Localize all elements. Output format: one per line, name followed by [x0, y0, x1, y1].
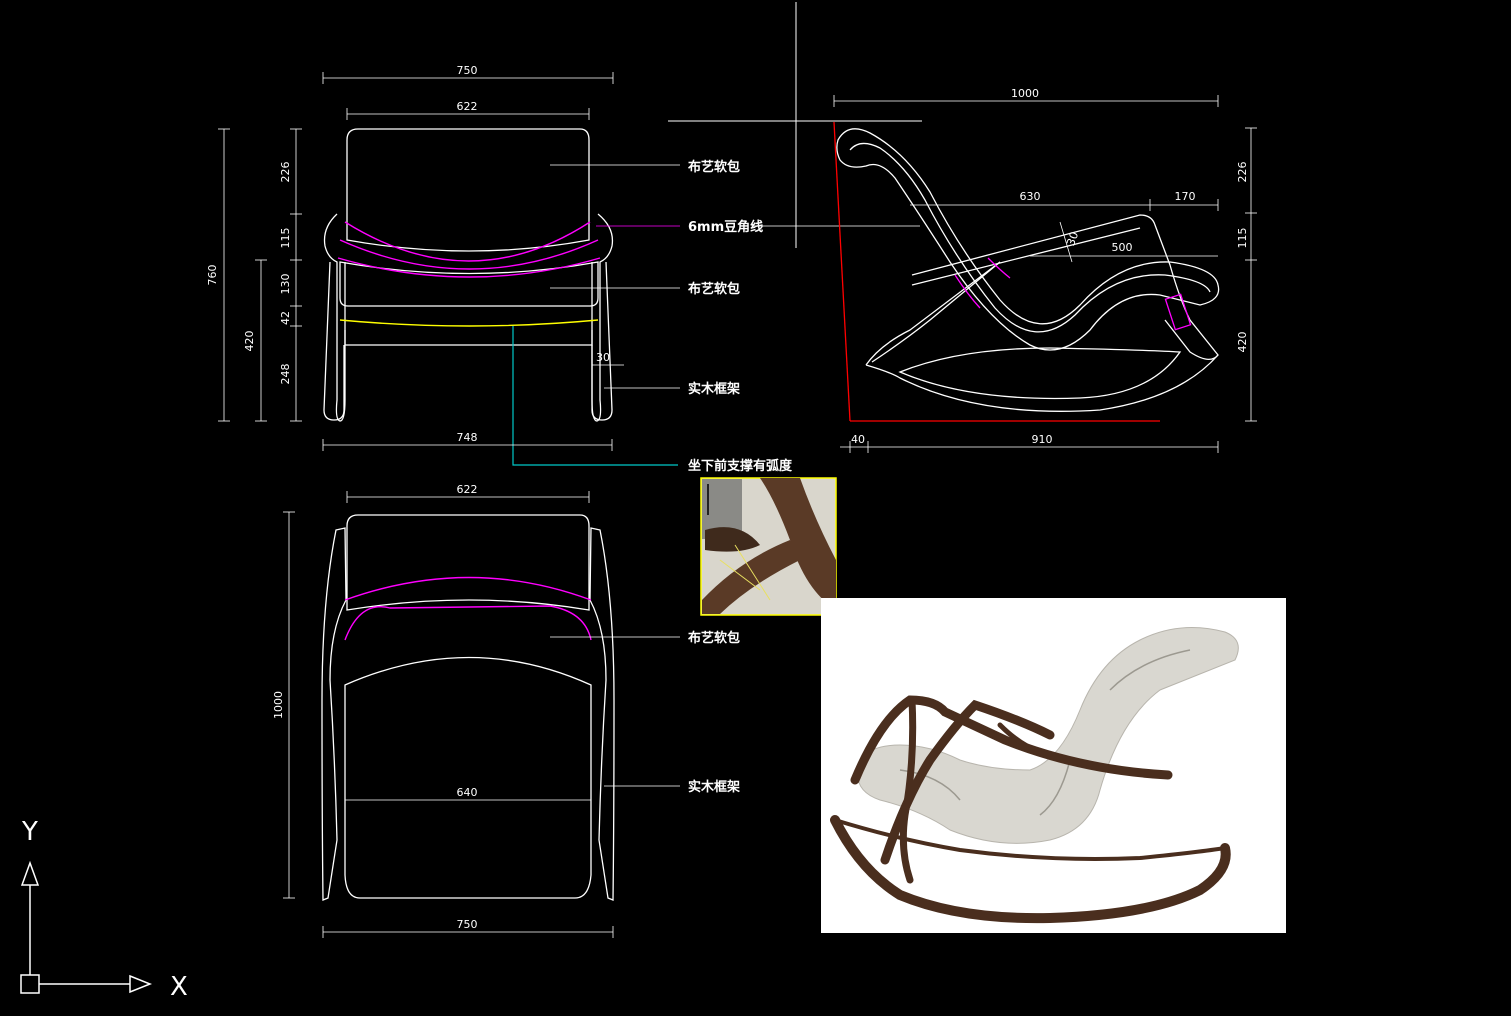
dim-1000-side: 1000	[1011, 87, 1039, 100]
dim-115-front: 115	[279, 228, 292, 249]
front-seat-cushion	[339, 261, 599, 307]
top-seat	[344, 656, 592, 899]
dim-760: 760	[206, 265, 219, 286]
dim-748: 748	[457, 431, 478, 444]
dim-1000-top: 1000	[272, 691, 285, 719]
side-dimension-lines	[833, 95, 1257, 453]
dim-910: 910	[1032, 433, 1053, 446]
dim-30-side: 30	[1064, 230, 1081, 248]
side-rocker-inner	[898, 347, 1182, 400]
front-bead-lines	[337, 221, 601, 278]
side-arm-rail-inner	[911, 227, 1141, 286]
top-view	[321, 514, 615, 901]
dim-115-side: 115	[1236, 228, 1249, 249]
crosshair-cursor	[668, 2, 922, 248]
front-dimension-texts: 750 622 748 30 760 420 226 115 130 42 24…	[206, 64, 610, 444]
front-backrest	[346, 128, 590, 252]
front-right-arm	[591, 213, 614, 422]
seat-support-leader	[512, 326, 678, 466]
dim-630: 630	[1020, 190, 1041, 203]
top-dimension-lines	[283, 491, 680, 938]
ucs-x-label: X	[170, 972, 188, 1002]
dim-622-top: 622	[457, 483, 478, 496]
front-seat-support	[339, 319, 599, 327]
dim-40: 40	[851, 433, 865, 446]
dim-420-side: 420	[1236, 332, 1249, 353]
side-view	[836, 128, 1220, 412]
photo-wood-frame	[830, 695, 1231, 924]
side-dimension-texts: 1000 630 170 500 30 226 115 420 40 910	[851, 87, 1249, 446]
side-seat-body-outer	[836, 128, 1220, 351]
ucs-icon	[20, 860, 153, 994]
top-magenta	[344, 576, 592, 641]
dim-750-top: 750	[457, 918, 478, 931]
front-view	[323, 128, 614, 422]
top-dimension-texts: 622 1000 640 750	[272, 483, 478, 931]
top-backrest	[346, 514, 590, 611]
dim-622-front: 622	[457, 100, 478, 113]
detail-photo	[700, 477, 837, 616]
label-frame-top: 实木框架	[688, 779, 740, 795]
product-photo	[821, 598, 1286, 933]
label-frame-front: 实木框架	[688, 381, 740, 397]
front-left-leg	[323, 261, 345, 421]
dim-248: 248	[279, 364, 292, 385]
front-dimension-lines	[218, 72, 920, 451]
label-upholstery-back: 布艺软包	[688, 159, 740, 175]
side-front-leg	[871, 261, 1001, 363]
label-upholstery-seat: 布艺软包	[688, 281, 740, 297]
photo-fabric-seat	[857, 627, 1239, 844]
dim-30: 30	[596, 351, 610, 364]
top-right-arm	[589, 527, 615, 901]
top-annotations: 布艺软包 实木框架	[688, 630, 740, 795]
side-magenta	[954, 257, 1192, 331]
dim-500: 500	[1112, 241, 1133, 254]
dim-42: 42	[279, 311, 292, 325]
dim-226-front: 226	[279, 162, 292, 183]
front-annotations: 布艺软包 6mm豆角线 布艺软包 实木框架 坐下前支撑有弧度	[688, 159, 793, 474]
side-arm-rail	[911, 214, 1219, 360]
ucs-y-label: Y	[21, 817, 38, 847]
front-left-arm	[323, 213, 346, 422]
front-lower-rail	[344, 330, 593, 346]
dim-130: 130	[279, 274, 292, 295]
top-left-arm	[321, 527, 347, 901]
label-seat-support: 坐下前支撑有弧度	[688, 458, 793, 474]
label-upholstery-top: 布艺软包	[688, 630, 740, 646]
dim-170: 170	[1175, 190, 1196, 203]
side-seat-body-inner	[849, 142, 1211, 333]
dim-420-front: 420	[243, 331, 256, 352]
front-right-leg	[591, 261, 613, 421]
dim-640: 640	[457, 786, 478, 799]
side-red-lines	[833, 121, 1160, 422]
dim-226-side: 226	[1236, 162, 1249, 183]
label-bead-line: 6mm豆角线	[688, 219, 763, 235]
dim-750-front: 750	[457, 64, 478, 77]
side-rocker-outer	[865, 261, 1219, 412]
